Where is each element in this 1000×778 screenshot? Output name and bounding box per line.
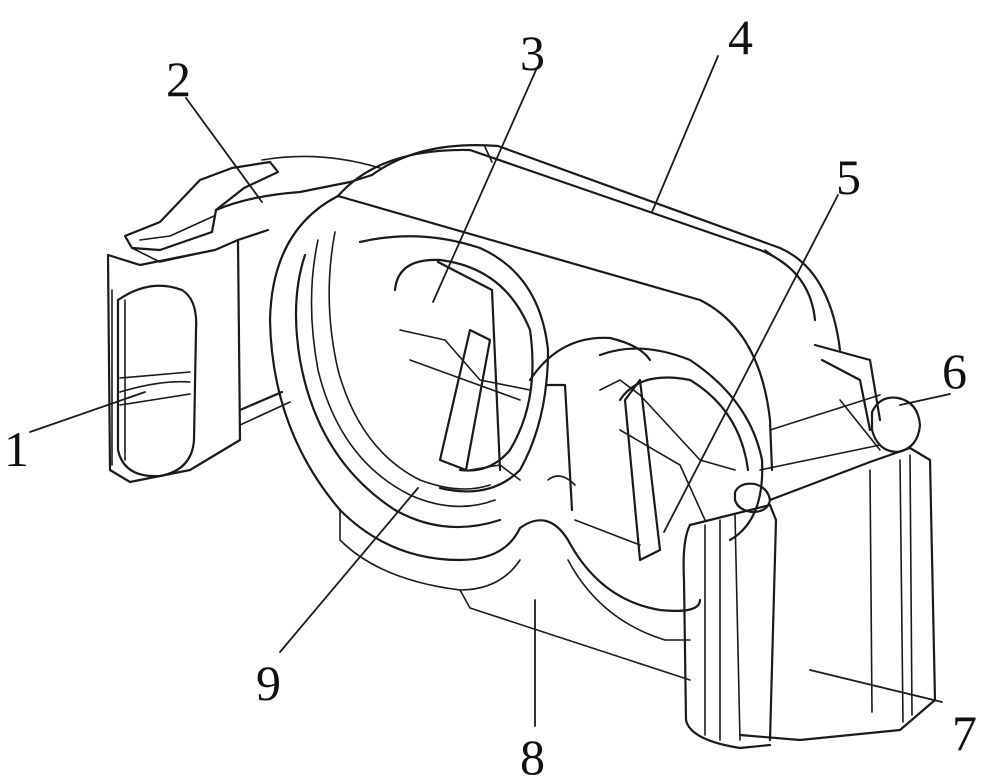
right-clip <box>682 343 937 750</box>
leader-4 <box>651 55 719 213</box>
label-6: 6 <box>942 343 967 399</box>
label-4: 4 <box>728 9 753 65</box>
label-2: 2 <box>166 51 191 107</box>
leader-lines <box>29 55 951 727</box>
leader-5 <box>663 194 839 533</box>
leader-1 <box>29 391 146 433</box>
reference-numerals: 1 2 3 4 5 6 7 8 9 <box>4 9 977 778</box>
top-band <box>336 144 842 352</box>
label-9: 9 <box>256 655 281 711</box>
leader-3 <box>432 69 537 303</box>
label-3: 3 <box>520 25 545 81</box>
label-5: 5 <box>836 149 861 205</box>
label-8: 8 <box>520 729 545 778</box>
leader-2 <box>185 97 263 203</box>
main-housing <box>268 194 774 681</box>
leader-6 <box>899 393 951 406</box>
leader-7 <box>809 669 943 703</box>
leader-9 <box>279 487 419 653</box>
label-1: 1 <box>4 421 29 477</box>
label-7: 7 <box>952 705 977 761</box>
left-clip <box>106 155 381 484</box>
